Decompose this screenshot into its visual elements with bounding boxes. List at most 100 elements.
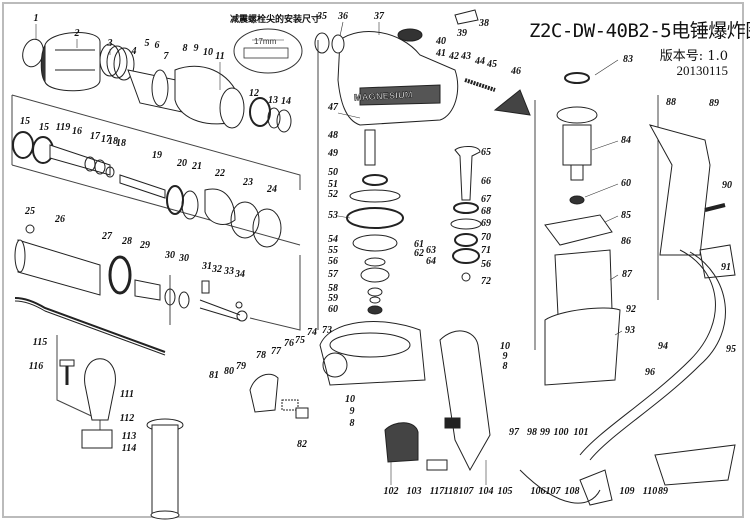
bevel-gear-28 <box>108 255 132 295</box>
part-number-label: 60 <box>328 304 338 315</box>
switch-118 <box>444 417 461 429</box>
part-number-label: 49 <box>328 148 338 159</box>
part-number-label: 119 <box>55 122 71 133</box>
part-number-label: 52 <box>328 189 338 200</box>
part-number-label: 10 <box>203 47 213 58</box>
part-number-label: 9 <box>193 43 199 54</box>
version-info: 版本号: 1.0 <box>660 45 728 64</box>
rear-cover-110 <box>654 444 736 486</box>
part-number-label: 88 <box>666 97 676 108</box>
part-number-label: 8 <box>182 43 188 54</box>
part-number-label: 54 <box>328 234 338 245</box>
part-number-label: 47 <box>328 102 338 113</box>
part-number-label: 24 <box>267 184 277 195</box>
part-number-label: 107 <box>458 486 474 497</box>
inset-note: 减震螺栓尖的安装尺寸 <box>230 15 321 25</box>
part-number-label: 66 <box>481 176 491 187</box>
part-number-label: 81 <box>209 370 219 381</box>
bolt-116 <box>59 359 75 367</box>
group-box-piston <box>249 255 301 331</box>
stator-87 <box>554 249 613 316</box>
part-number-label: 6 <box>154 40 160 51</box>
part-number-label: 79 <box>236 361 246 372</box>
part-number-label: 32 <box>212 264 222 275</box>
piston-29 <box>134 279 161 301</box>
part-number-label: 20 <box>177 158 187 169</box>
part-number-label: 22 <box>215 168 225 179</box>
part-number-label: 112 <box>119 413 135 424</box>
part-number-label: 51 <box>328 179 338 190</box>
part-number-label: 80 <box>224 366 234 377</box>
part-number-label: 67 <box>481 194 491 205</box>
part-number-label: 115 <box>32 337 48 348</box>
bearing-83 <box>564 72 590 84</box>
part-number-label: 64 <box>426 256 436 267</box>
part-number-label: 63 <box>426 245 436 256</box>
ring-14 <box>276 109 292 133</box>
part-number-label: 96 <box>645 367 655 378</box>
part-number-label: 85 <box>621 210 631 221</box>
part-number-label: 65 <box>481 147 491 158</box>
part-number-label: 45 <box>487 59 497 70</box>
part-number-label: 26 <box>55 214 65 225</box>
part-number-label: 116 <box>28 361 44 372</box>
part-number-label: 68 <box>481 206 491 217</box>
rear-handle-88 <box>648 124 711 256</box>
chuck-sleeve <box>40 32 101 92</box>
part-number-label: 84 <box>621 135 631 146</box>
bolt-90 <box>704 203 726 212</box>
part-number-label: 3 <box>107 38 113 49</box>
grip-113 <box>146 418 184 520</box>
ball-25 <box>25 224 35 234</box>
part-number-label: 94 <box>658 341 668 352</box>
part-number-label: 16 <box>72 126 82 137</box>
part-number-label: 70 <box>481 232 491 243</box>
connecting-rod-33 <box>199 299 241 321</box>
baffle-85 <box>544 214 613 246</box>
diagram-title: Z2C-DW-40B2-5电锤爆炸图 <box>529 20 750 42</box>
part-number-label: 108 <box>564 486 580 497</box>
part-number-label: 42 <box>449 51 459 62</box>
cover-78 <box>249 373 279 413</box>
armature-84 <box>556 106 598 181</box>
part-number-label: 109 <box>619 486 635 497</box>
part-number-label: 117 <box>429 486 445 497</box>
part-number-label: 60 <box>621 178 631 189</box>
part-number-label: 10 <box>345 394 355 405</box>
part-number-label: 105 <box>497 486 513 497</box>
part-number-label: 62 <box>414 248 424 259</box>
part-number-label: 100 <box>553 427 569 438</box>
part-number-label: 23 <box>243 177 253 188</box>
leader-lines <box>35 21 623 485</box>
part-number-label: 91 <box>721 262 731 273</box>
striker-19 <box>119 174 166 199</box>
version-label: 版本号: <box>659 49 704 64</box>
cylinder-26 <box>17 239 101 296</box>
part-number-label: 53 <box>328 210 338 221</box>
part-number-label: 56 <box>481 259 491 270</box>
part-number-label: 10 <box>500 341 510 352</box>
part-number-label: 50 <box>328 167 338 178</box>
part-number-label: 101 <box>573 427 589 438</box>
part-number-label: 8 <box>502 361 508 372</box>
part-number-label: 38 <box>479 18 489 29</box>
part-number-label: 35 <box>317 11 327 22</box>
part-number-label: 111 <box>120 389 134 400</box>
part-number-label: 73 <box>322 325 332 336</box>
part-number-label: 29 <box>140 240 150 251</box>
part-number-label: 33 <box>224 266 234 277</box>
part-number-label: 113 <box>121 431 137 442</box>
part-number-label: 71 <box>481 245 491 256</box>
part-number-label: 72 <box>481 276 491 287</box>
gear-housing-37 <box>337 28 459 126</box>
part-number-label: 74 <box>307 327 317 338</box>
part-number-label: 56 <box>328 256 338 267</box>
part-number-label: 46 <box>511 66 521 77</box>
part-number-label: 8 <box>349 418 355 429</box>
chuck-spring <box>99 43 135 81</box>
part-number-label: 5 <box>144 38 150 49</box>
part-number-label: 9 <box>502 351 508 362</box>
part-number-label: 114 <box>121 443 137 454</box>
